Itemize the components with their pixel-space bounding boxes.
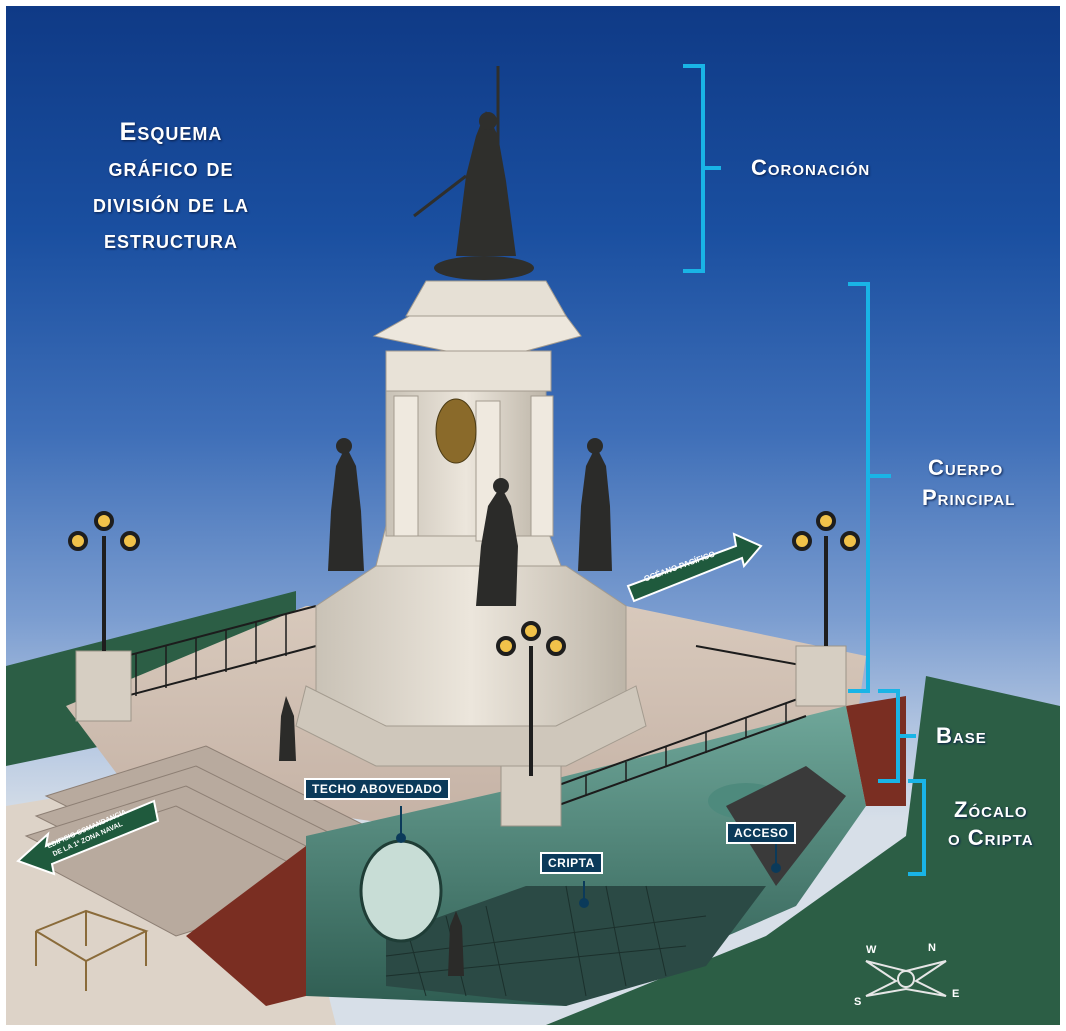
label-zocalo: Zócalo xyxy=(954,797,1028,822)
diagram-canvas: Esquema gráfico de división de la estruc… xyxy=(6,6,1060,1025)
label-coronacion: Coronación xyxy=(751,155,871,180)
compass-e: E xyxy=(952,988,960,1000)
crypt-floor xyxy=(386,886,766,1006)
callout-techo-abovedado: TECHO ABOVEDADO xyxy=(304,778,451,800)
pedestal-left xyxy=(75,650,132,722)
top-statue xyxy=(413,66,534,280)
title-line-2: gráfico de xyxy=(108,154,234,182)
side-statues xyxy=(279,438,612,976)
monument-base xyxy=(315,565,627,727)
title-line-1: Esquema xyxy=(119,118,223,146)
barrier xyxy=(35,909,149,991)
label-cuerpo: Cuerpo xyxy=(928,455,1004,480)
compass-rose xyxy=(865,960,947,997)
label-base: Base xyxy=(936,723,987,748)
compass-w: W xyxy=(866,944,877,956)
callout-cripta: CRIPTA xyxy=(540,852,603,874)
comandancia-arrow xyxy=(16,799,160,876)
fences xyxy=(125,605,807,807)
callout-pointers xyxy=(396,806,781,908)
ocean-arrow xyxy=(626,532,763,603)
diagram-title: Esquema gráfico de división de la estruc… xyxy=(76,114,266,258)
vault-arch xyxy=(359,839,443,943)
street-lamps xyxy=(68,511,860,776)
pedestal-right xyxy=(795,645,847,707)
lawn-right xyxy=(546,676,1060,1025)
label-cripta-section: o Cripta xyxy=(948,825,1034,850)
title-line-3: división de la xyxy=(93,190,249,218)
compass-n: N xyxy=(928,942,936,954)
callout-acceso: ACCESO xyxy=(726,822,797,844)
title-line-4: estructura xyxy=(104,226,238,254)
compass-s: S xyxy=(854,996,862,1008)
section-brackets xyxy=(683,64,926,876)
crypt-wall-left xyxy=(186,846,306,1006)
label-principal: Principal xyxy=(922,485,1016,510)
columns xyxy=(393,395,554,542)
coat-of-arms xyxy=(435,398,477,464)
